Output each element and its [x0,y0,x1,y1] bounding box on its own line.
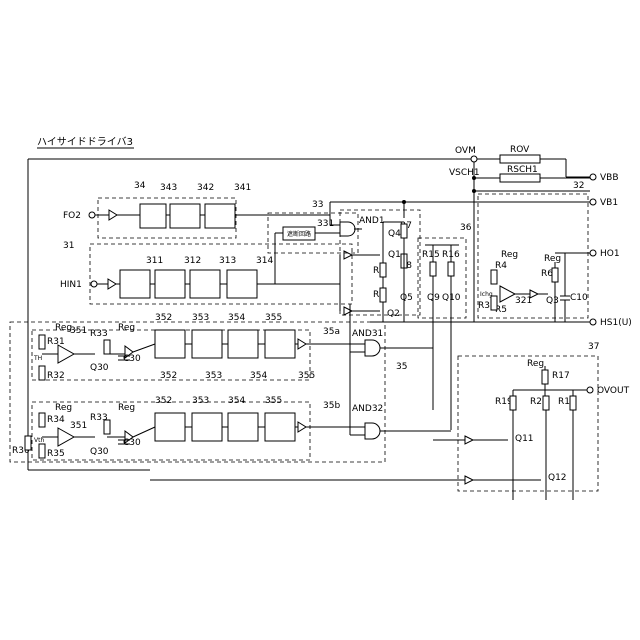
svg-text:342: 342 [197,183,214,193]
svg-text:OVM: OVM [455,146,476,156]
svg-text:遮断回路: 遮断回路 [287,230,311,238]
svg-text:32: 32 [573,181,584,191]
terminal-vb1[interactable]: VB1 [590,198,618,208]
svg-text:353: 353 [205,371,222,381]
svg-text:351: 351 [70,326,87,336]
label-rov: ROV [510,145,530,155]
svg-text:R3: R3 [478,301,490,311]
svg-text:Q9: Q9 [427,293,440,303]
svg-text:Q1: Q1 [388,250,401,260]
svg-text:TH: TH [33,355,42,362]
svg-text:355: 355 [298,371,315,381]
svg-text:36: 36 [460,223,472,233]
svg-text:R35: R35 [47,449,65,459]
svg-text:R34: R34 [47,415,65,425]
svg-text:313: 313 [219,256,236,266]
svg-text:Reg: Reg [544,254,561,264]
svg-text:35: 35 [396,362,407,372]
svg-text:Q30: Q30 [90,447,109,457]
block-33: 33 331 遮断回路 AND1 [268,200,385,284]
svg-text:31: 31 [63,241,74,251]
svg-text:343: 343 [160,183,177,193]
svg-text:353: 353 [192,396,209,406]
svg-text:355: 355 [265,396,282,406]
svg-text:341: 341 [234,183,251,193]
svg-text:Q11: Q11 [515,434,534,444]
svg-text:Reg: Reg [118,323,135,333]
terminal-hs1[interactable]: HS1(U) [590,318,632,328]
svg-text:354: 354 [228,313,245,323]
label-rsch1: RSCH1 [507,165,538,175]
svg-text:R6: R6 [541,269,553,279]
svg-text:VBB: VBB [600,173,619,183]
svg-text:R15: R15 [422,250,440,260]
svg-text:AND1: AND1 [359,216,385,226]
resistor-rov [500,155,540,163]
svg-text:R33: R33 [90,329,108,339]
svg-text:AND31: AND31 [352,329,383,339]
svg-text:352: 352 [160,371,177,381]
svg-text:331: 331 [317,219,334,229]
svg-text:VSCH1: VSCH1 [449,168,480,178]
svg-text:R17: R17 [552,371,570,381]
and1-gate [340,222,355,236]
svg-text:Reg: Reg [55,403,72,413]
terminal-vsch1[interactable]: VSCH1 [449,168,480,178]
svg-text:351: 351 [70,421,87,431]
terminal-fo2[interactable]: FO2 [63,211,95,221]
resistor-rsch1 [500,174,540,182]
svg-text:35a: 35a [323,327,340,337]
terminal-vbb[interactable]: VBB [590,173,619,183]
terminal-ho1[interactable]: HO1 [590,249,620,259]
svg-text:Reg: Reg [501,250,518,260]
diagram-title: ハイサイドドライバ3 [37,136,133,148]
terminal-ovout[interactable]: OVOUT [587,386,630,396]
svg-text:OVOUT: OVOUT [597,386,630,396]
block-31: 31 311 312 313 314 [63,241,352,304]
svg-text:R31: R31 [47,337,65,347]
svg-text:Vth: Vth [34,437,44,444]
svg-text:VB1: VB1 [600,198,618,208]
svg-text:34: 34 [134,181,146,191]
svg-text:R32: R32 [47,371,65,381]
svg-text:Q12: Q12 [548,473,567,483]
svg-text:C10: C10 [570,293,588,303]
svg-text:35b: 35b [323,401,340,411]
svg-text:352: 352 [155,313,172,323]
svg-text:HO1: HO1 [600,249,620,259]
svg-text:33: 33 [312,200,323,210]
svg-text:HS1(U): HS1(U) [600,318,632,328]
svg-text:354: 354 [250,371,267,381]
block-36: 36 R15 R16 Q9 Q10 [418,223,472,430]
svg-text:37: 37 [588,342,599,352]
svg-text:AND32: AND32 [352,404,383,414]
svg-text:HIN1: HIN1 [60,280,82,290]
svg-text:352: 352 [155,396,172,406]
svg-text:Reg: Reg [527,359,544,369]
svg-text:355: 355 [265,313,282,323]
svg-text:312: 312 [184,256,201,266]
svg-text:311: 311 [146,256,163,266]
svg-text:Q30: Q30 [90,363,109,373]
terminal-hin1[interactable]: HIN1 [60,280,97,290]
terminal-ovm[interactable]: OVM [455,146,477,162]
svg-text:314: 314 [256,256,273,266]
svg-text:Q2: Q2 [387,309,400,319]
svg-text:Reg: Reg [118,403,135,413]
svg-text:354: 354 [228,396,245,406]
svg-text:Q5: Q5 [400,293,413,303]
svg-text:FO2: FO2 [63,211,81,221]
svg-text:Q3: Q3 [546,296,559,306]
svg-text:353: 353 [192,313,209,323]
block-35: 35 35a 35b AND31 AND32 352 353 354 355 3… [10,304,451,470]
